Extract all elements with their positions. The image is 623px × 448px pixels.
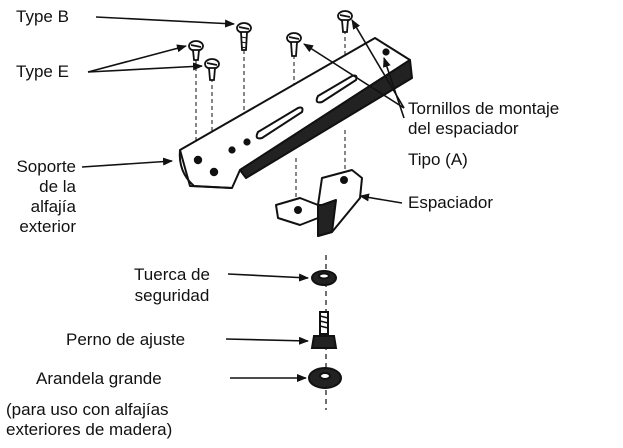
- label-tipo-a: Tipo (A): [408, 150, 468, 169]
- label-bracket-line1: Soporte: [16, 157, 76, 176]
- label-mounting-screws-line2: del espaciador: [408, 119, 519, 138]
- screw-type-e-1: [188, 40, 204, 61]
- spacer: [275, 169, 363, 237]
- label-bracket-line2: de la: [39, 177, 76, 196]
- label-spacer: Espaciador: [408, 193, 494, 212]
- label-bracket-line4: exterior: [19, 217, 76, 236]
- lock-nut: [311, 270, 337, 286]
- mounting-screw-2: [337, 10, 353, 33]
- mounting-screw-1: [286, 32, 302, 57]
- label-type-b: Type B: [16, 7, 69, 26]
- label-adjustment-bolt: Perno de ajuste: [66, 330, 186, 349]
- label-mounting-screws-line1: Tornillos de montaje: [408, 99, 560, 118]
- label-note-line2: exteriores de madera): [6, 420, 173, 439]
- screw-type-e-2: [204, 58, 220, 81]
- label-note-line1: (para uso con alfajías: [6, 400, 169, 419]
- label-bracket-line3: alfajía: [30, 197, 76, 216]
- leader-lines: [81, 16, 405, 382]
- label-lock-nut-line2: seguridad: [134, 286, 210, 305]
- adjustment-bolt: [310, 311, 338, 349]
- label-type-e: Type E: [16, 62, 69, 81]
- label-lock-nut-line1: Tuerca de: [134, 265, 210, 284]
- screw-type-b: [236, 22, 252, 51]
- large-washer: [308, 367, 342, 389]
- label-large-washer: Arandela grande: [36, 369, 162, 388]
